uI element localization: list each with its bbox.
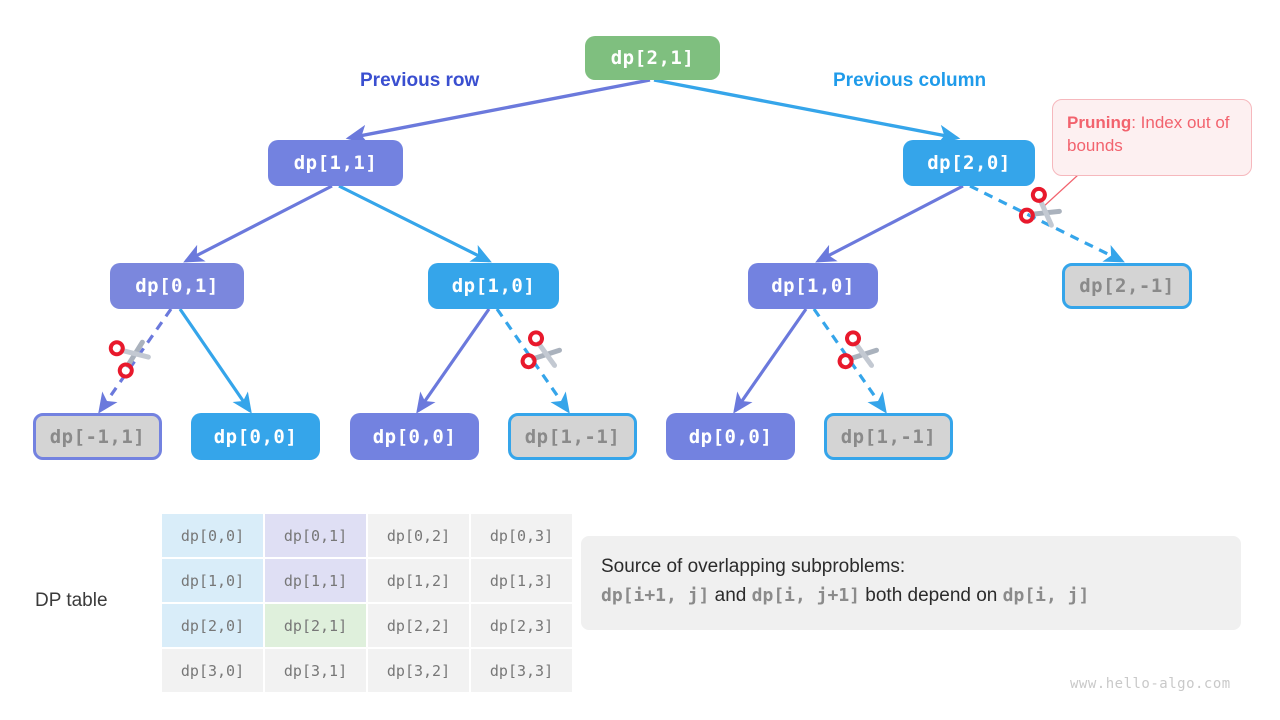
table-row: dp[1,0] dp[1,1] dp[1,2] dp[1,3] [160, 557, 574, 604]
scissors-icon-dp10a [517, 328, 573, 389]
cell-0-1[interactable]: dp[0,1] [263, 512, 368, 559]
node-label: dp[1,0] [451, 275, 536, 297]
note-and: and [709, 585, 752, 607]
pruning-callout: Pruning: Index out of bounds [1052, 99, 1252, 176]
cell-2-3[interactable]: dp[2,3] [469, 602, 574, 649]
note-line-1: Source of overlapping subproblems: [601, 556, 906, 577]
code-dp-i-j: dp[i, j] [1002, 585, 1090, 607]
node-label: dp[2,1] [610, 47, 695, 69]
watermark: www.hello-algo.com [1070, 676, 1231, 692]
cell-3-2[interactable]: dp[3,2] [366, 647, 471, 694]
dp-table-label: DP table [35, 590, 108, 611]
cell-0-3[interactable]: dp[0,3] [469, 512, 574, 559]
cell-0-2[interactable]: dp[0,2] [366, 512, 471, 559]
edge-dp01-to-dp00 [178, 308, 252, 414]
pruning-callout-strong: Pruning [1067, 113, 1132, 132]
edge-dp10b-to-dp00 [733, 308, 808, 414]
node-dp-minus1-1-pruned[interactable]: dp[-1,1] [33, 413, 162, 460]
node-dp-1-0-right[interactable]: dp[1,0] [748, 263, 878, 309]
node-dp-1-0-left[interactable]: dp[1,0] [428, 263, 559, 309]
pruning-callout-rest: : Index out of bounds [1067, 113, 1230, 155]
node-dp-0-1[interactable]: dp[0,1] [110, 263, 244, 309]
cell-2-2[interactable]: dp[2,2] [366, 602, 471, 649]
node-label: dp[0,0] [688, 425, 773, 448]
node-dp-0-0-b[interactable]: dp[0,0] [350, 413, 479, 460]
table-row: dp[2,0] dp[2,1] dp[2,2] dp[2,3] [160, 602, 574, 649]
node-label: dp[0,0] [213, 425, 298, 448]
cell-0-0[interactable]: dp[0,0] [160, 512, 265, 559]
overlapping-subproblems-note: Source of overlapping subproblems: dp[i+… [581, 536, 1241, 630]
cell-1-2[interactable]: dp[1,2] [366, 557, 471, 604]
code-dp-i1-j: dp[i+1, j] [601, 585, 710, 607]
node-dp-0-0-a[interactable]: dp[0,0] [191, 413, 320, 460]
cell-1-0[interactable]: dp[1,0] [160, 557, 265, 604]
node-label: dp[1,-1] [840, 425, 937, 448]
node-label: dp[1,1] [293, 152, 378, 174]
label-previous-row: Previous row [360, 70, 480, 91]
cell-2-0[interactable]: dp[2,0] [160, 602, 265, 649]
node-dp-2-0[interactable]: dp[2,0] [903, 140, 1035, 186]
cell-3-3[interactable]: dp[3,3] [469, 647, 574, 694]
node-dp-1-minus1-a-pruned[interactable]: dp[1,-1] [508, 413, 637, 460]
node-label: dp[1,0] [771, 275, 855, 297]
scissors-icon-dp01 [107, 328, 163, 389]
node-dp-2-minus1-pruned[interactable]: dp[2,-1] [1062, 263, 1192, 309]
code-dp-i-j1: dp[i, j+1] [751, 585, 861, 607]
node-label: dp[2,-1] [1079, 275, 1175, 297]
node-dp-1-1[interactable]: dp[1,1] [268, 140, 403, 186]
node-dp-0-0-c[interactable]: dp[0,0] [666, 413, 795, 460]
cell-2-1[interactable]: dp[2,1] [263, 602, 368, 649]
cell-1-3[interactable]: dp[1,3] [469, 557, 574, 604]
table-row: dp[0,0] dp[0,1] dp[0,2] dp[0,3] [160, 512, 574, 559]
node-label: dp[-1,1] [49, 425, 146, 448]
node-label: dp[0,1] [135, 275, 219, 297]
node-label: dp[1,-1] [524, 425, 621, 448]
edge-dp11-to-dp01 [183, 184, 333, 263]
label-previous-column: Previous column [833, 70, 987, 91]
node-label: dp[2,0] [927, 152, 1011, 174]
scissors-icon-dp20 [1016, 186, 1072, 247]
edge-dp20-to-dp10 [815, 184, 964, 263]
cell-1-1[interactable]: dp[1,1] [263, 557, 368, 604]
edge-dp10a-to-dp00 [416, 308, 491, 414]
dp-table: dp[0,0] dp[0,1] dp[0,2] dp[0,3] dp[1,0] … [160, 512, 574, 694]
note-depend: both depend on [860, 585, 1003, 607]
cell-3-0[interactable]: dp[3,0] [160, 647, 265, 694]
scissors-icon-dp10b [834, 328, 890, 389]
node-dp-1-minus1-b-pruned[interactable]: dp[1,-1] [824, 413, 953, 460]
table-row: dp[3,0] dp[3,1] dp[3,2] dp[3,3] [160, 647, 574, 694]
edge-dp11-to-dp10 [338, 184, 492, 263]
node-dp-2-1[interactable]: dp[2,1] [585, 36, 720, 80]
cell-3-1[interactable]: dp[3,1] [263, 647, 368, 694]
node-label: dp[0,0] [372, 425, 457, 448]
note-line-2: dp[i+1, j] and dp[i, j+1] both depend on… [601, 581, 1221, 610]
